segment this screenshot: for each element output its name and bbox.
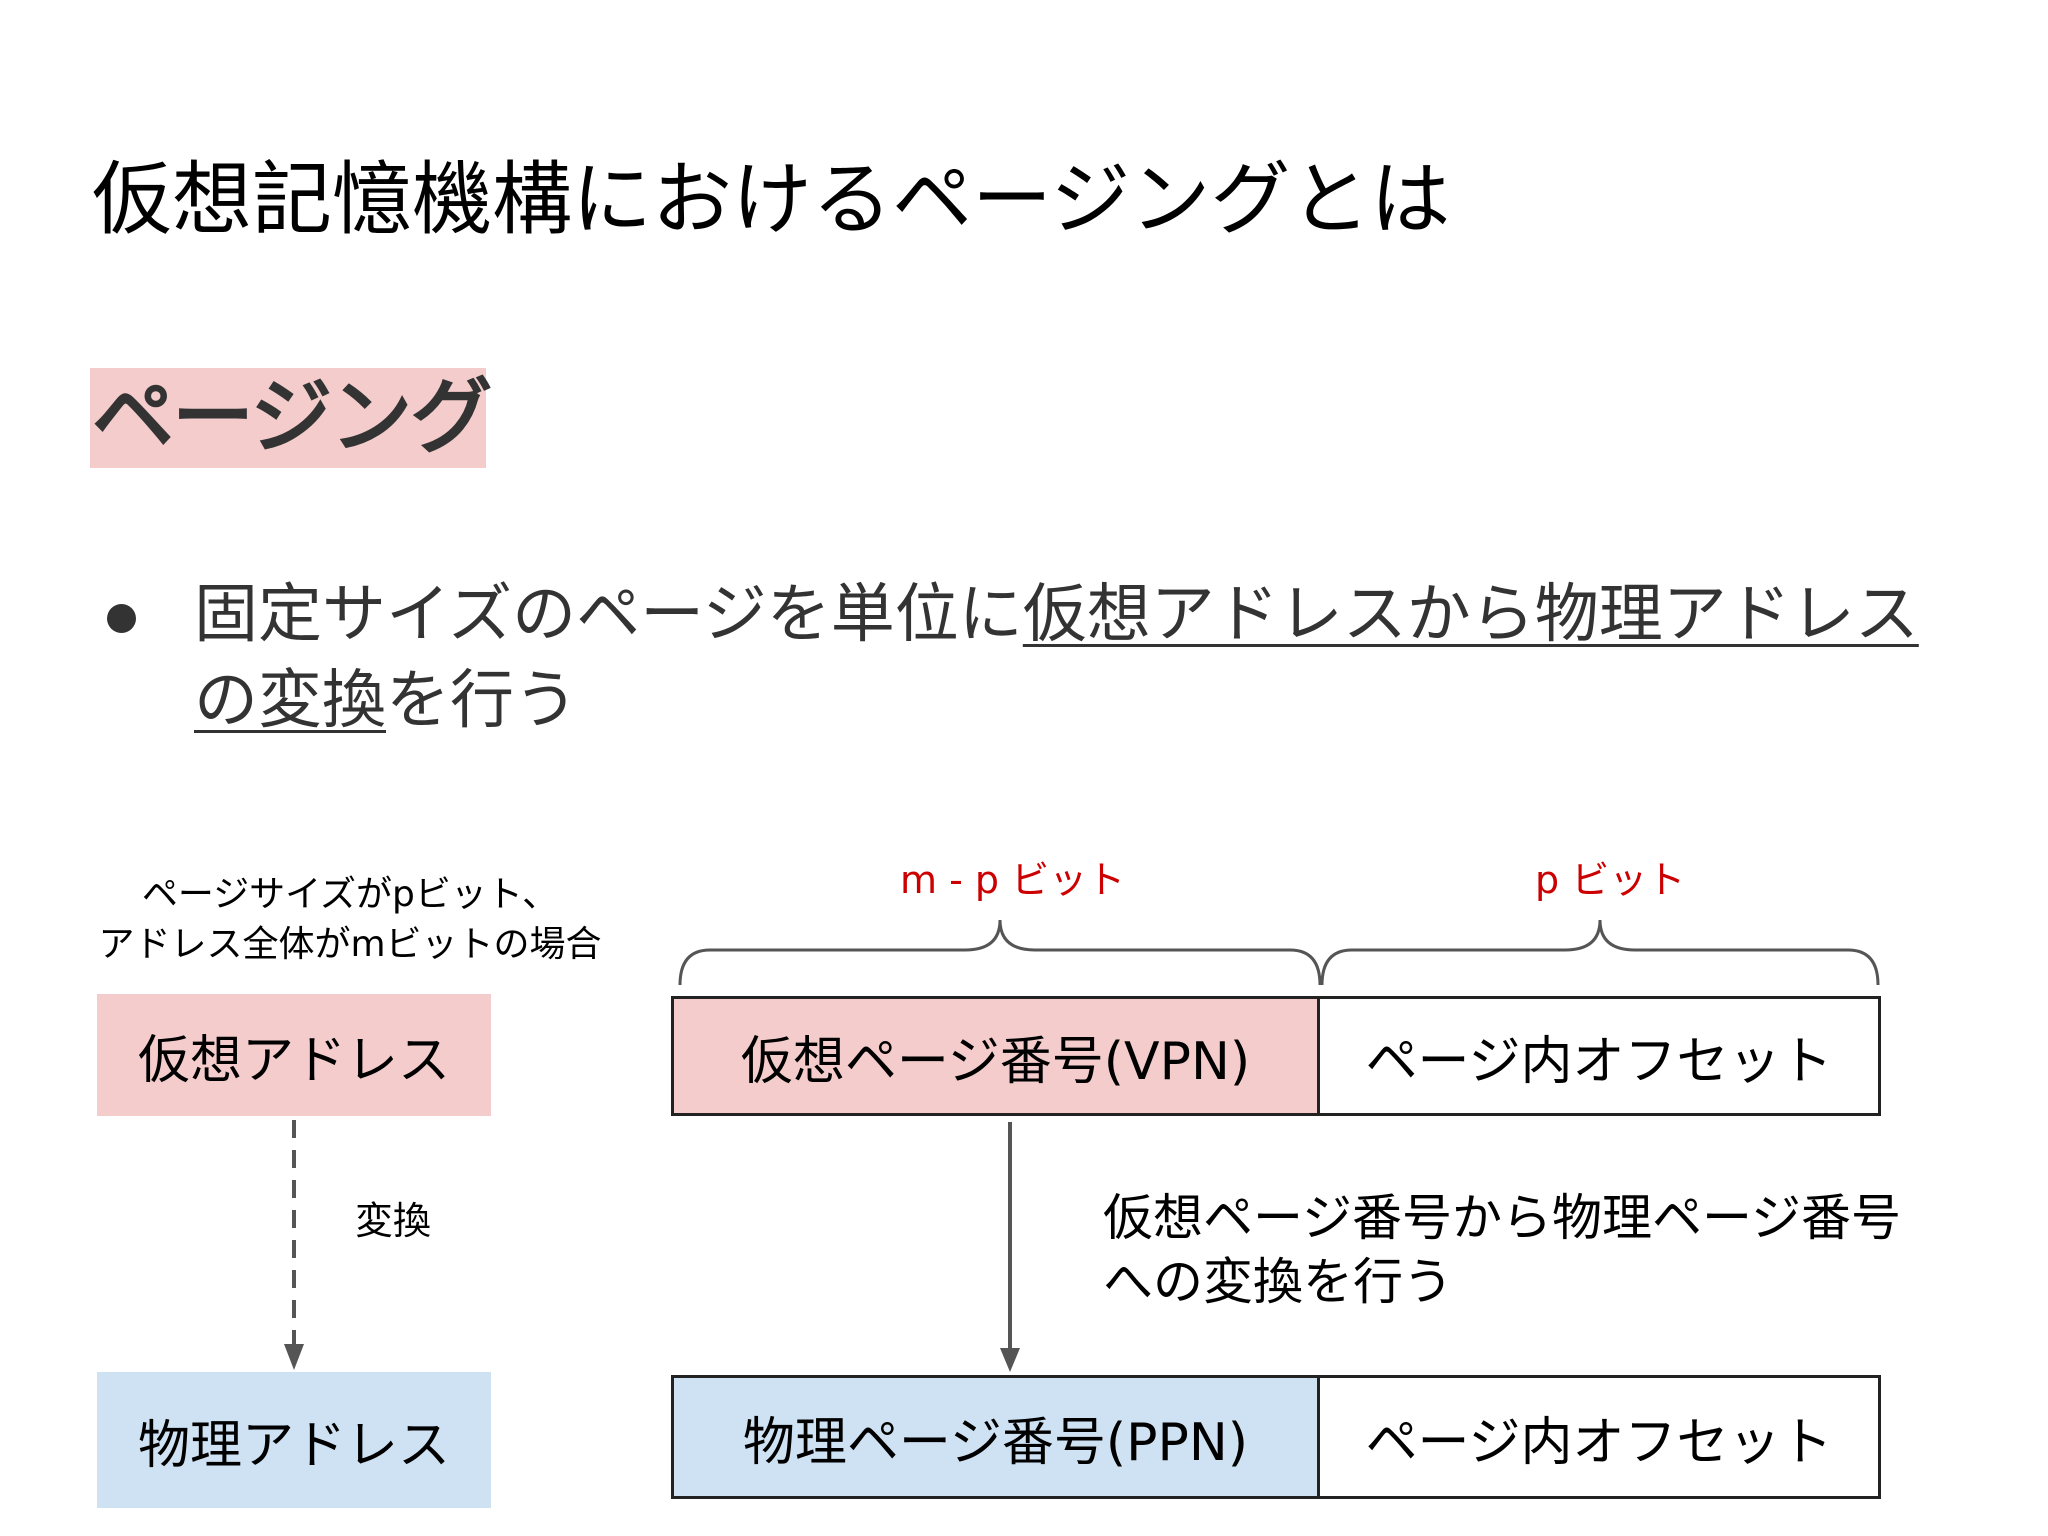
translation-note: 仮想ページ番号から物理ページ番号 への変換を行う: [1103, 1186, 1923, 1314]
conversion-arrowhead: [284, 1344, 304, 1370]
vpn-field: 仮想ページ番号(VPN): [671, 996, 1320, 1116]
page-size-note: ページサイズがpビット、 アドレス全体がmビットの場合: [90, 870, 610, 970]
page-size-note-line-2: アドレス全体がmビットの場合: [98, 924, 602, 965]
vpn-bit-brace: [678, 919, 1322, 986]
slide-title: 仮想記憶機構におけるページングとは: [92, 153, 1451, 246]
bullet-text-pre: 固定サイズのページを単位に: [194, 578, 1023, 652]
section-heading: ページング: [90, 368, 492, 468]
page-size-note-line-1: ページサイズがpビット、: [141, 874, 559, 915]
physical-offset-field: ページ内オフセット: [1317, 1375, 1881, 1499]
conversion-label: 変換: [355, 1199, 432, 1243]
translation-note-line-1: 仮想ページ番号から物理ページ番号: [1103, 1189, 1901, 1247]
offset-bit-width-label: p ビット: [1535, 858, 1686, 902]
offset-bit-brace: [1320, 919, 1880, 986]
vpn-to-ppn-arrowhead: [1000, 1348, 1020, 1372]
vpn-bit-width-label: m - p ビット: [900, 858, 1126, 902]
bullet-marker: [107, 604, 136, 633]
bullet-text: 固定サイズのページを単位に仮想アドレスから物理アドレスの変換を行う: [194, 572, 1934, 744]
bullet-text-underlined: 仮想アドレスから物理アドレスの変換: [194, 578, 1919, 738]
translation-note-line-2: への変換を行う: [1103, 1253, 1453, 1311]
ppn-field: 物理ページ番号(PPN): [671, 1375, 1320, 1499]
bullet-text-post: を行う: [386, 664, 578, 738]
virtual-offset-field: ページ内オフセット: [1317, 996, 1881, 1116]
virtual-address-box: 仮想アドレス: [97, 994, 491, 1116]
physical-address-box: 物理アドレス: [97, 1372, 491, 1508]
